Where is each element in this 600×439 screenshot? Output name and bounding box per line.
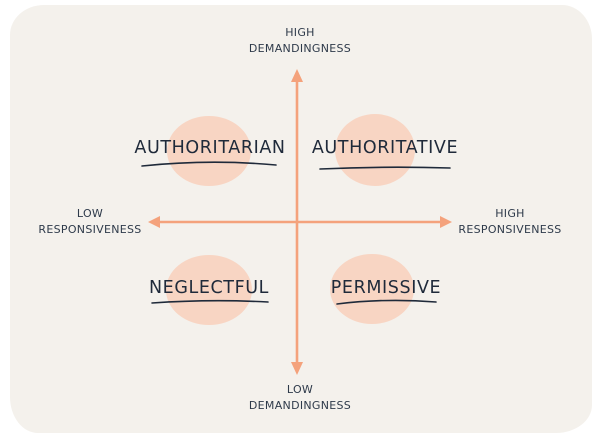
underline-permissive — [336, 299, 437, 305]
underline-neglectful — [151, 299, 269, 304]
diagram-card — [10, 5, 592, 433]
axis-label-line: LOW — [286, 383, 314, 396]
blob-neglectful — [166, 255, 252, 325]
arrow-left-icon — [148, 216, 160, 228]
underline-authoritative — [319, 166, 451, 170]
arrow-down-icon — [291, 362, 303, 375]
blob-authoritarian — [167, 116, 251, 186]
axis-label-line: HIGH — [495, 207, 525, 220]
axis-label-low-responsiveness: LOW RESPONSIVENESS — [20, 206, 160, 238]
underline-authoritarian — [141, 161, 277, 167]
quadrant-label-permissive: PERMISSIVE — [330, 278, 442, 298]
axis-label-high-demandingness: HIGH DEMANDINGNESS — [225, 25, 375, 57]
axis-label-line: DEMANDINGNESS — [248, 42, 352, 55]
axis-label-low-demandingness: LOW DEMANDINGNESS — [225, 382, 375, 414]
blob-permissive — [330, 254, 414, 324]
axis-label-line: HIGH — [285, 26, 315, 39]
axis-label-line: RESPONSIVENESS — [458, 223, 562, 236]
quadrant-label-authoritarian: AUTHORITARIAN — [134, 138, 286, 158]
responsiveness-axis — [148, 216, 452, 228]
quadrant-label-neglectful: NEGLECTFUL — [148, 278, 270, 298]
axis-label-line: RESPONSIVENESS — [38, 223, 142, 236]
arrow-right-icon — [440, 216, 452, 228]
axis-label-high-responsiveness: HIGH RESPONSIVENESS — [440, 206, 580, 238]
axis-label-line: DEMANDINGNESS — [248, 399, 352, 412]
quadrant-label-authoritative: AUTHORITATIVE — [311, 138, 459, 158]
arrow-up-icon — [291, 69, 303, 82]
axis-label-line: LOW — [76, 207, 104, 220]
